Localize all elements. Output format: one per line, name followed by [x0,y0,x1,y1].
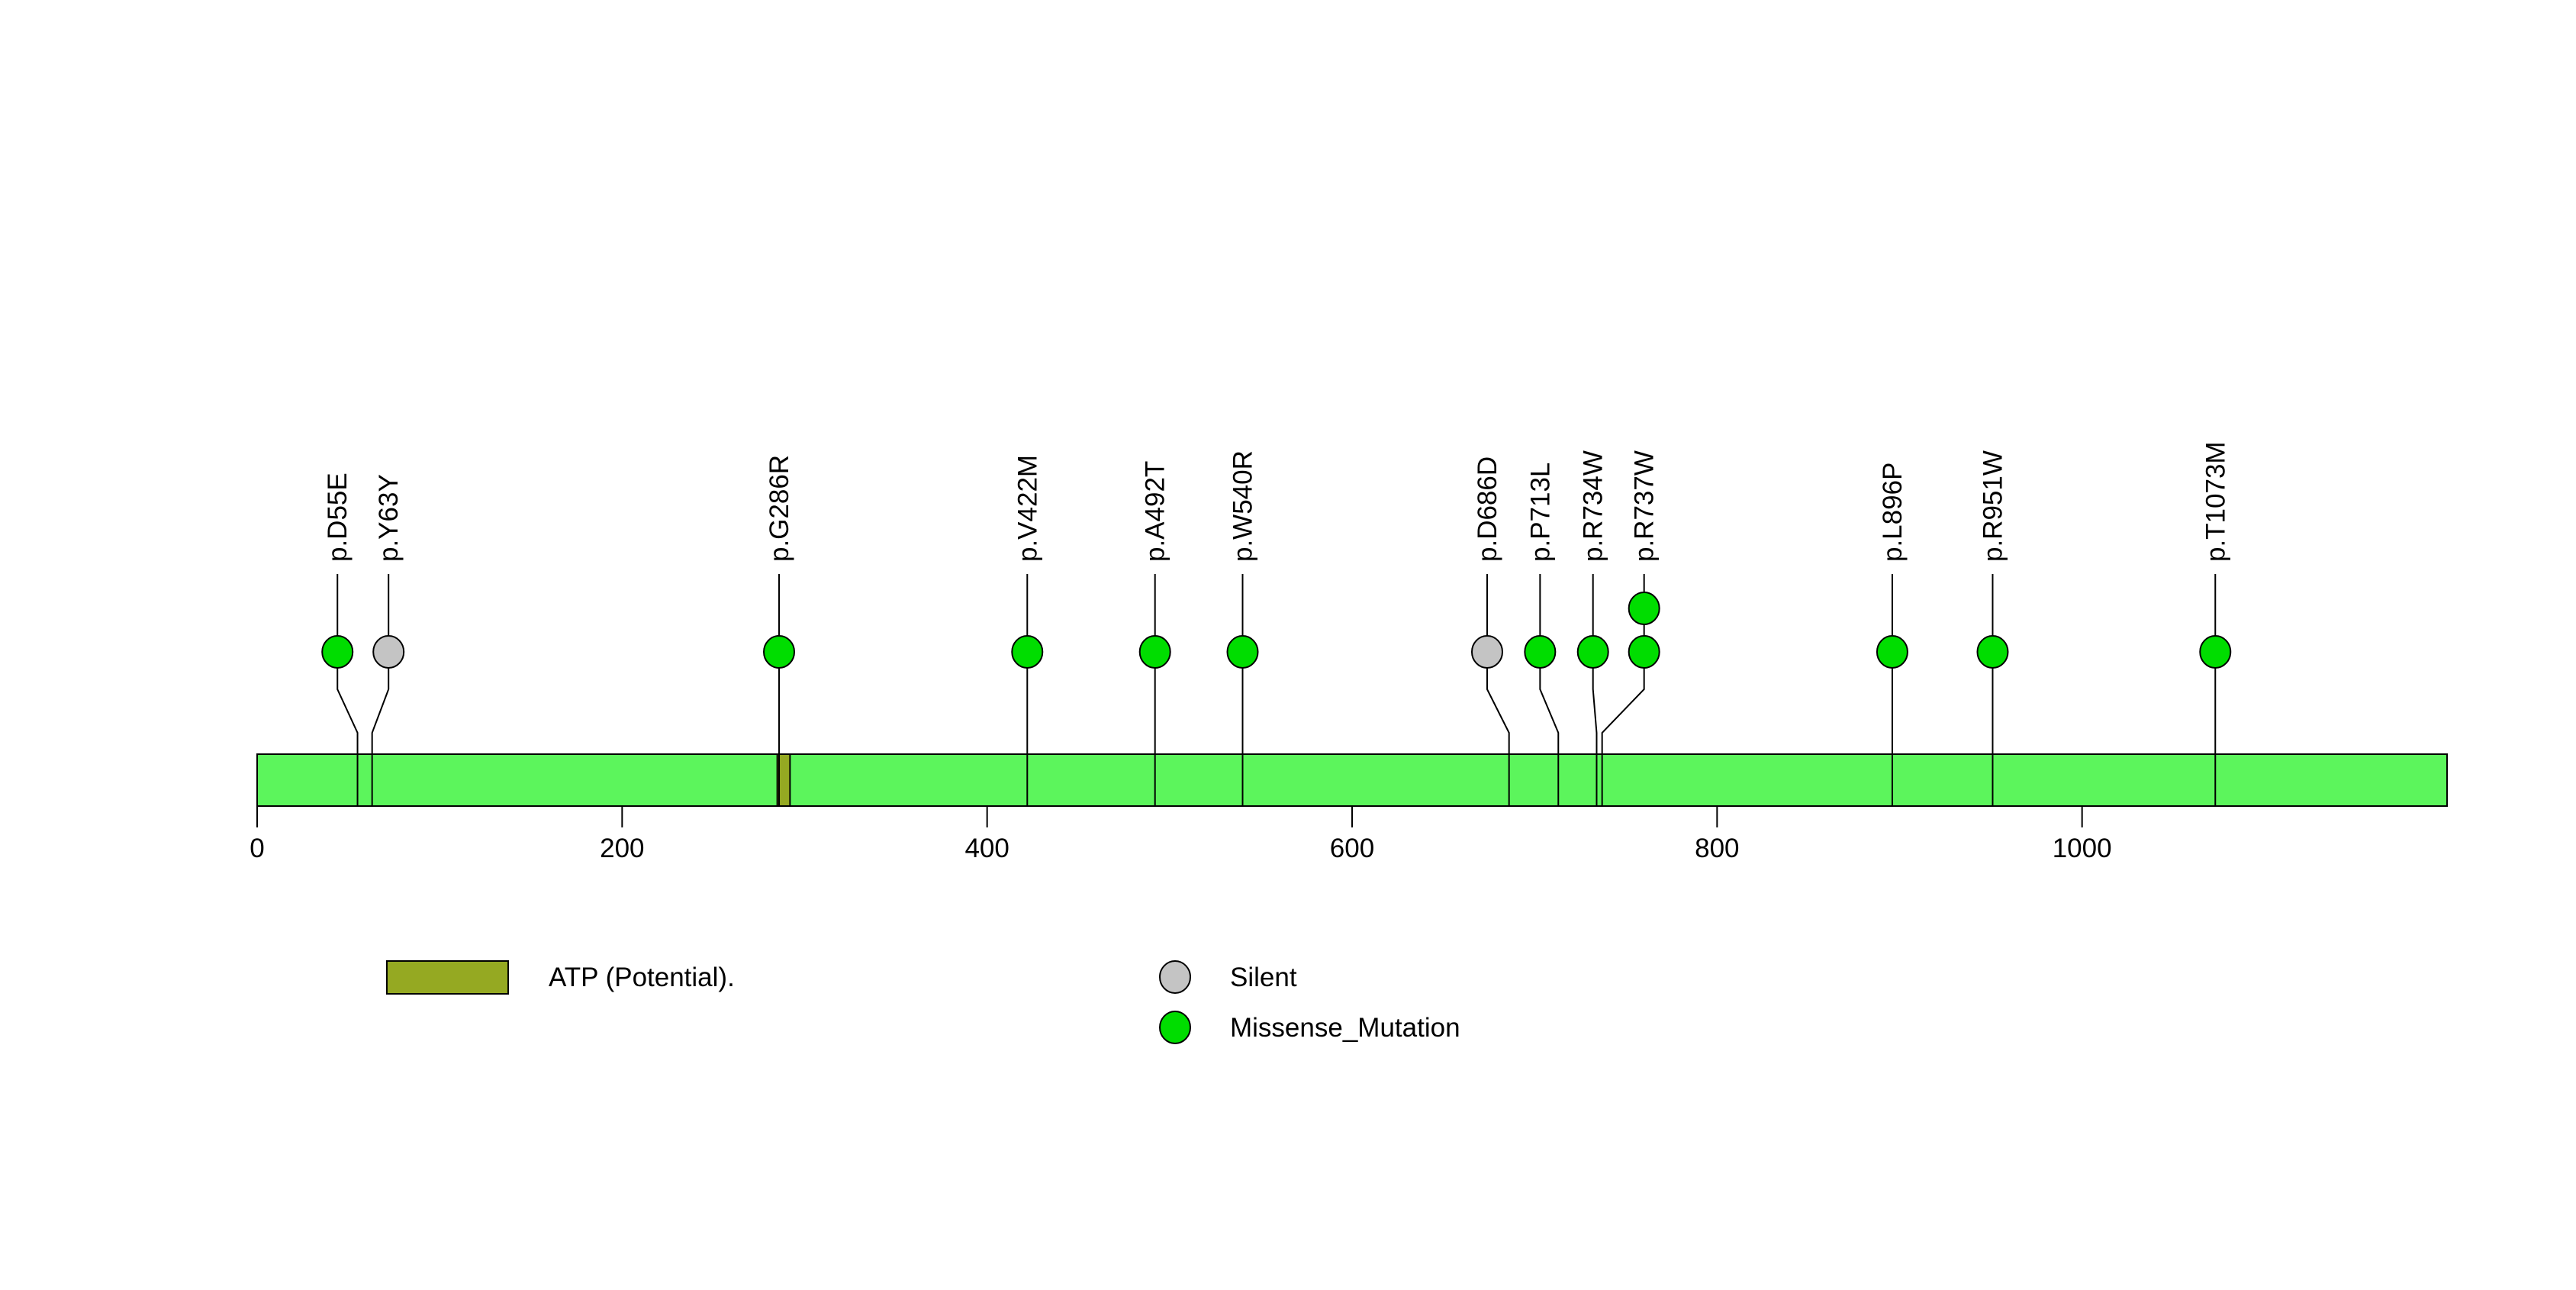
mutation-circle [1470,635,1503,669]
mutation-p.R734W: p.R734W [1576,450,1609,806]
mutation-p.L896P: p.L896P [1876,463,1908,806]
legend-label-domain: ATP (Potential). [549,963,735,992]
mutation-p.R951W: p.R951W [1976,450,2009,806]
mutation-label: p.R734W [1579,450,1608,562]
axis-tick-label: 1000 [2053,834,2112,863]
mutation-circle [763,635,796,669]
mutation-p.P713L: p.P713L [1524,463,1560,806]
mutation-label: p.V422M [1013,455,1042,562]
mutation-stem [1486,574,1510,806]
axis-tick-label: 800 [1695,834,1739,863]
mutation-p.G286R: p.G286R [763,455,796,806]
mutation-stem [1592,574,1598,806]
mutation-circle [321,635,354,669]
mutation-circle [1876,635,1908,669]
mutation-label: p.Y63Y [374,474,404,562]
mutation-stem [1539,574,1560,806]
mutation-p.D686D: p.D686D [1470,456,1510,806]
mutation-label: p.G286R [765,455,794,562]
mutation-circle [1011,635,1044,669]
protein-bar [256,753,2449,807]
mutation-p.R737W: p.R737W [1601,450,1660,806]
mutation-p.A492T: p.A492T [1138,461,1171,806]
mutation-p.T1073M: p.T1073M [2199,441,2232,806]
mutation-circle [1628,635,1660,669]
mutation-label: p.W540R [1228,450,1258,562]
axis-tick-label: 200 [600,834,644,863]
mutation-stem [336,574,359,806]
mutation-circle [1138,635,1171,669]
domain-band-atp [776,753,791,807]
mutation-label: p.A492T [1141,461,1170,562]
legend-label-silent: Silent [1230,963,1297,992]
mutation-circle [1524,635,1557,669]
mutation-label: p.L896P [1878,463,1908,562]
legend-swatch-domain [386,960,509,995]
legend-circle-silent [1159,960,1191,994]
mutation-label: p.R737W [1630,450,1660,562]
mutation-circle [1976,635,2009,669]
mutation-stem [1601,574,1645,806]
mutation-label: p.T1073M [2201,441,2230,562]
mutation-circle [2199,635,2232,669]
mutation-stem [371,574,390,806]
mutation-circle [1226,635,1259,669]
mutation-circle [1628,592,1660,625]
mutation-label: p.D55E [323,472,353,562]
mutation-circle [1576,635,1609,669]
mutation-p.Y63Y: p.Y63Y [371,474,405,806]
mutation-p.D55E: p.D55E [321,472,359,806]
mutation-label: p.P713L [1525,463,1555,562]
axis-tick-label: 0 [250,834,264,863]
mutation-circle [372,635,405,669]
mutation-label: p.D686D [1473,456,1502,562]
legend-circle-missense [1159,1011,1191,1044]
legend-label-missense: Missense_Mutation [1230,1013,1460,1043]
mutation-p.W540R: p.W540R [1226,450,1259,806]
mutation-p.V422M: p.V422M [1011,455,1044,806]
axis-tick-label: 600 [1330,834,1374,863]
axis-tick-label: 400 [964,834,1009,863]
mutation-label: p.R951W [1978,450,2008,562]
